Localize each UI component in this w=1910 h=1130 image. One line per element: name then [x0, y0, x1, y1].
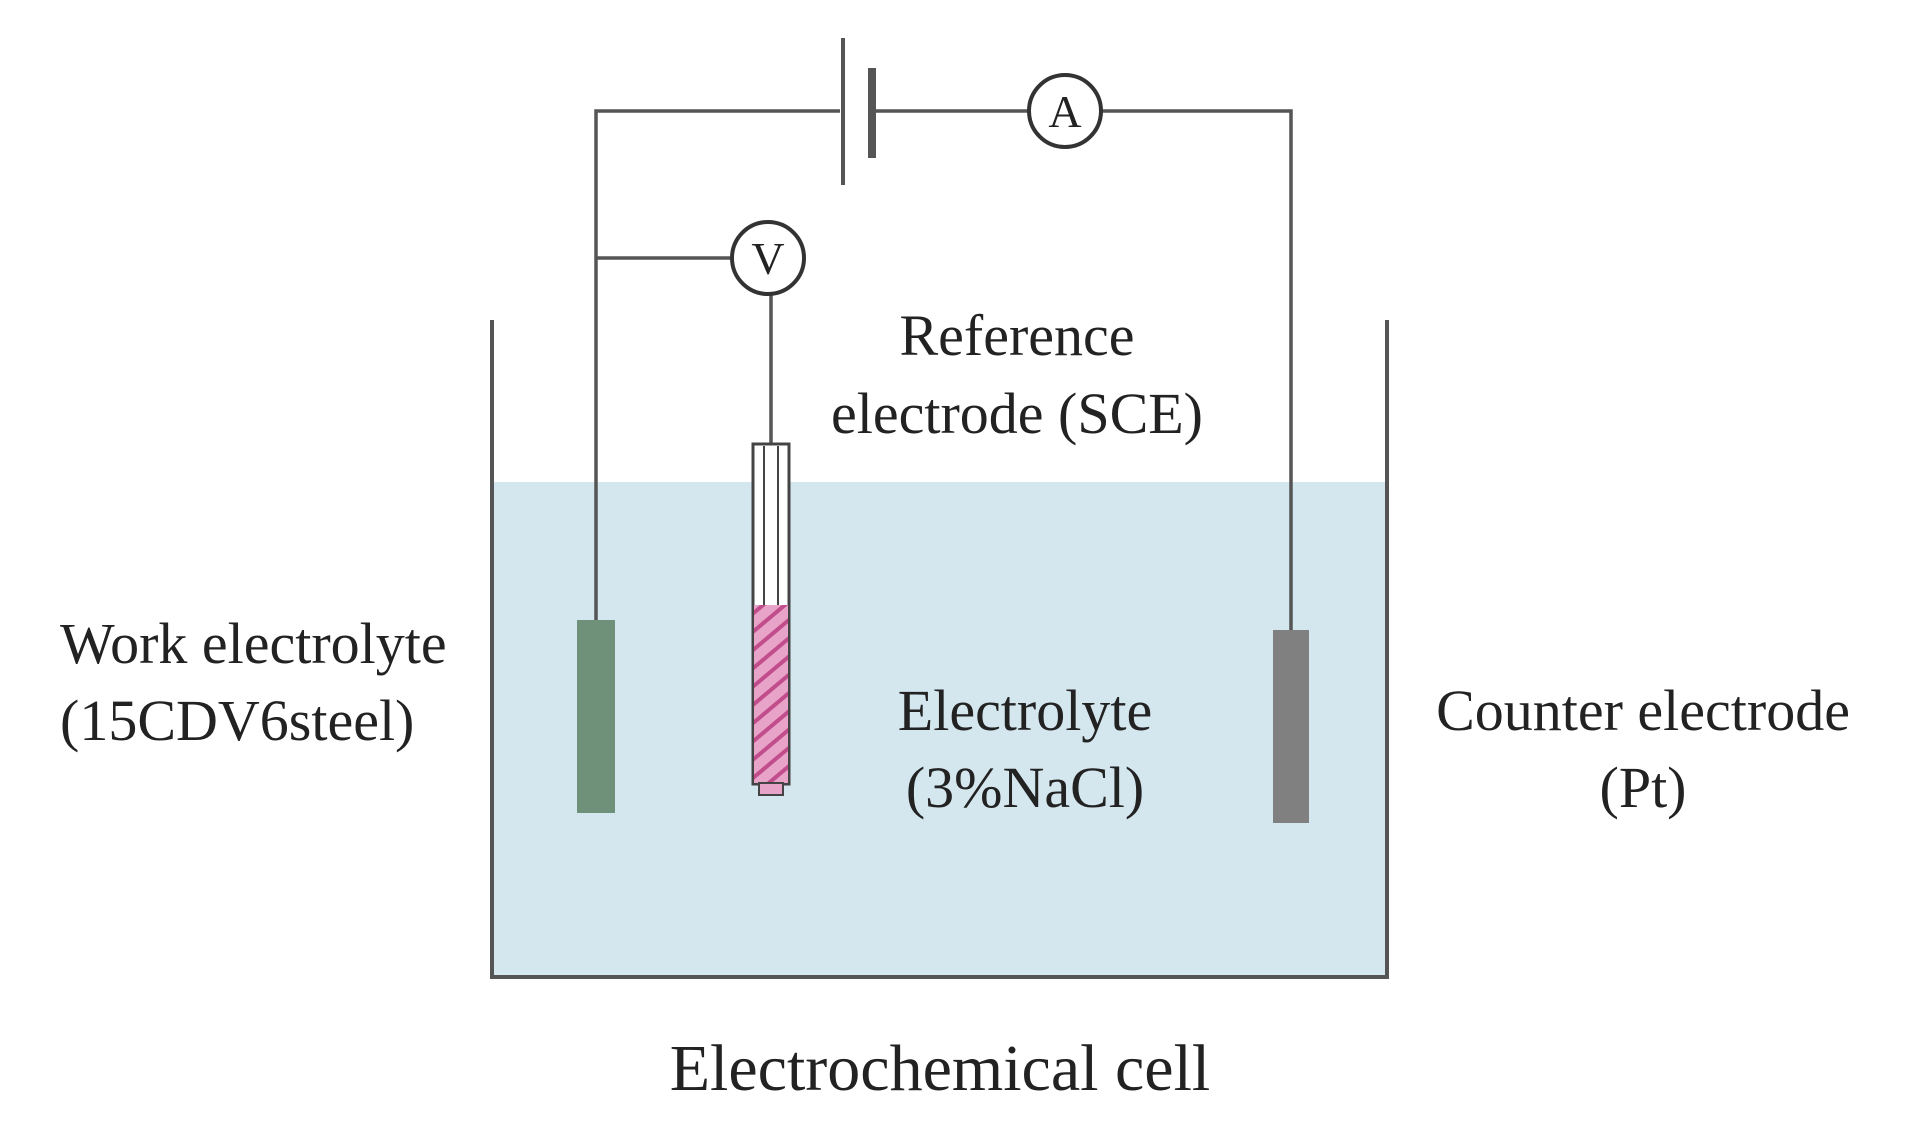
counter-electrode [1273, 630, 1309, 823]
ammeter-icon [1027, 73, 1103, 149]
voltmeter: V [730, 220, 806, 296]
work-electrode [577, 620, 615, 813]
diagram-title: Electrochemical cell [670, 1032, 1211, 1105]
cell-container [490, 320, 1389, 979]
battery-icon [841, 38, 876, 185]
voltmeter-label: V [751, 233, 784, 284]
reference-electrode-label-line2: electrode (SCE) [831, 381, 1203, 446]
reference-electrode [751, 442, 791, 796]
counter-electrode-label-line2: (Pt) [1600, 755, 1687, 820]
ammeter: A [1027, 73, 1103, 149]
reference-electrode-label-line1: Reference [899, 303, 1134, 368]
counter-electrode-label-line1: Counter electrode [1436, 678, 1850, 743]
circuit-wires [594, 109, 1293, 630]
voltmeter-icon [730, 220, 806, 296]
ammeter-label: A [1048, 86, 1081, 137]
work-electrode-label-line1: Work electrolyte [60, 611, 447, 676]
electrolyte-solution [492, 482, 1387, 977]
electrolyte-label-line2: (3%NaCl) [906, 755, 1144, 820]
electrolyte-label-line1: Electrolyte [898, 678, 1152, 743]
work-electrode-label-line2: (15CDV6steel) [60, 688, 414, 753]
